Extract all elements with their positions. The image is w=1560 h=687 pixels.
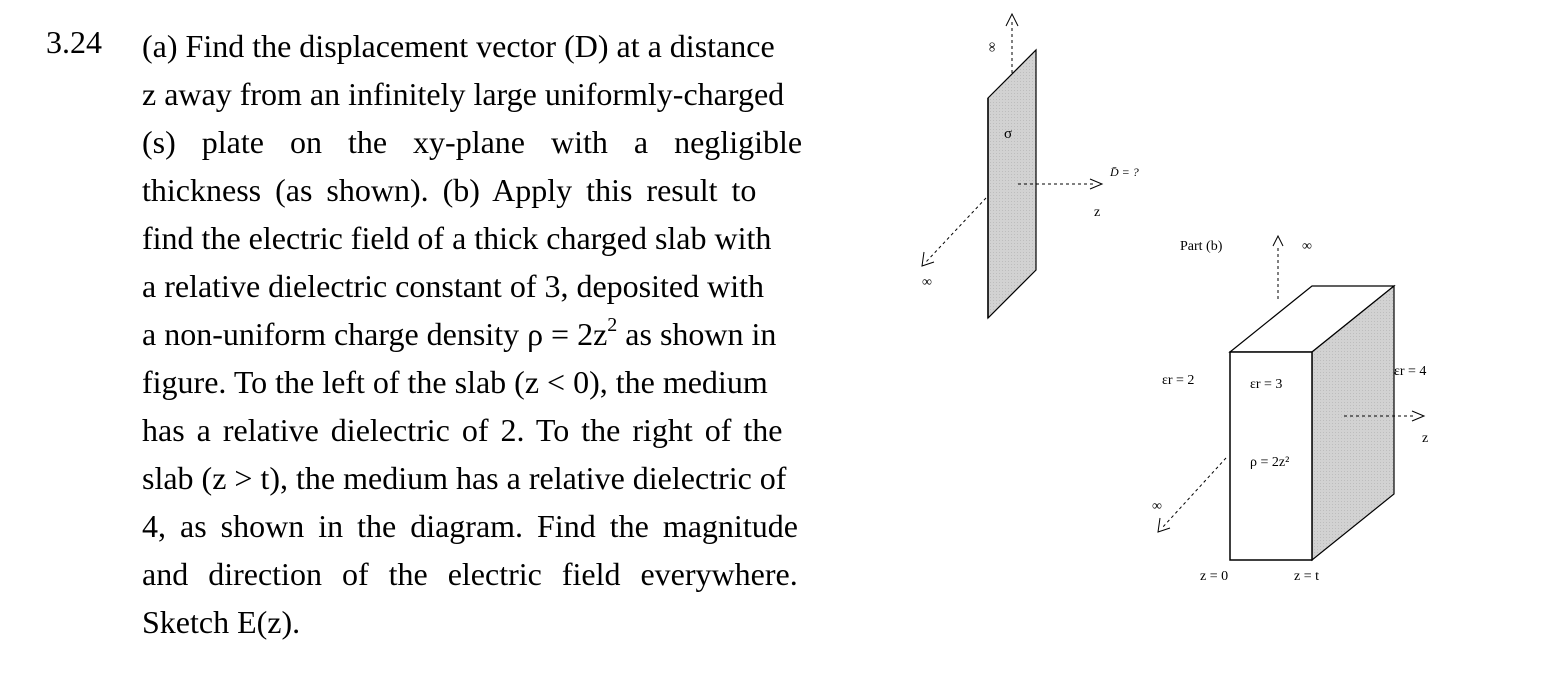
eps-right-label: εr = 4 [1394, 364, 1426, 379]
arrow-down-left-icon [921, 251, 935, 267]
statement-line: Sketch E(z). [142, 604, 301, 640]
statement-continuation: as shown in [617, 316, 777, 352]
statement-line: slab (z > t), the medium has a relative … [142, 460, 787, 496]
statement-line: and direction of the electric field ever… [142, 556, 798, 592]
z-label: z [1422, 431, 1428, 446]
z-t-label: z = t [1294, 569, 1319, 584]
arrow-right-icon [1411, 410, 1426, 422]
figure-svg: ∞ σ D̄ = ? z ∞ Part (b) ∞ εr = 2 [921, 12, 1428, 584]
infinity-left-label: ∞ [922, 275, 932, 290]
plate-diagram: ∞ σ D̄ = ? z ∞ [921, 12, 1139, 320]
statement-line: find the electric field of a thick charg… [142, 220, 772, 256]
problem-number: 3.24 [46, 24, 102, 60]
statement-line: has a relative dielectric of 2. To the r… [142, 412, 783, 448]
axis-diagonal-dashed [1161, 457, 1227, 529]
statement-line: z away from an infinitely large uniforml… [142, 76, 785, 112]
infinity-top-label: ∞ [984, 42, 999, 52]
statement-line: a non-uniform charge density ρ = 2z2 as … [142, 310, 856, 358]
arrow-up-icon [1272, 234, 1284, 247]
eps-left-label: εr = 2 [1162, 373, 1194, 388]
statement-line: figure. To the left of the slab (z < 0),… [142, 364, 768, 400]
sigma-label: σ [1004, 126, 1012, 142]
part-b-label: Part (b) [1180, 239, 1223, 254]
statement-line: a relative dielectric constant of 3, dep… [142, 268, 764, 304]
arrow-down-left-icon [1157, 517, 1171, 533]
charged-plate [987, 48, 1037, 320]
exponent: 2 [607, 314, 618, 337]
axis-diagonal-dashed [925, 197, 987, 263]
d-label: D̄ = ? [1109, 165, 1139, 179]
statement-line: (a) Find the displacement vector (D) at … [142, 28, 775, 64]
arrow-right-icon [1089, 178, 1104, 190]
charge-density-text: a non-uniform charge density ρ = 2z [142, 316, 608, 352]
statement-line: (s) plate on the xy-plane with a negligi… [142, 124, 803, 160]
statement-line: thickness (as shown). (b) Apply this res… [142, 172, 757, 208]
figure: ∞ σ D̄ = ? z ∞ Part (b) ∞ εr = 2 [900, 0, 1560, 682]
problem-statement: (a) Find the displacement vector (D) at … [142, 22, 856, 646]
infinity-top-label: ∞ [1302, 239, 1312, 254]
infinity-left-label: ∞ [1152, 499, 1162, 514]
statement-line: 4, as shown in the diagram. Find the mag… [142, 508, 798, 544]
z-zero-label: z = 0 [1200, 569, 1228, 584]
slab-front-face [1229, 351, 1313, 561]
z-label: z [1094, 205, 1100, 220]
slab-diagram: Part (b) ∞ εr = 2 εr = 3 εr = 4 ρ = 2z² … [1152, 234, 1428, 584]
arrow-up-icon [1005, 12, 1019, 27]
eps-slab-label: εr = 3 [1250, 377, 1282, 392]
charge-density-label: ρ = 2z² [1250, 455, 1289, 470]
